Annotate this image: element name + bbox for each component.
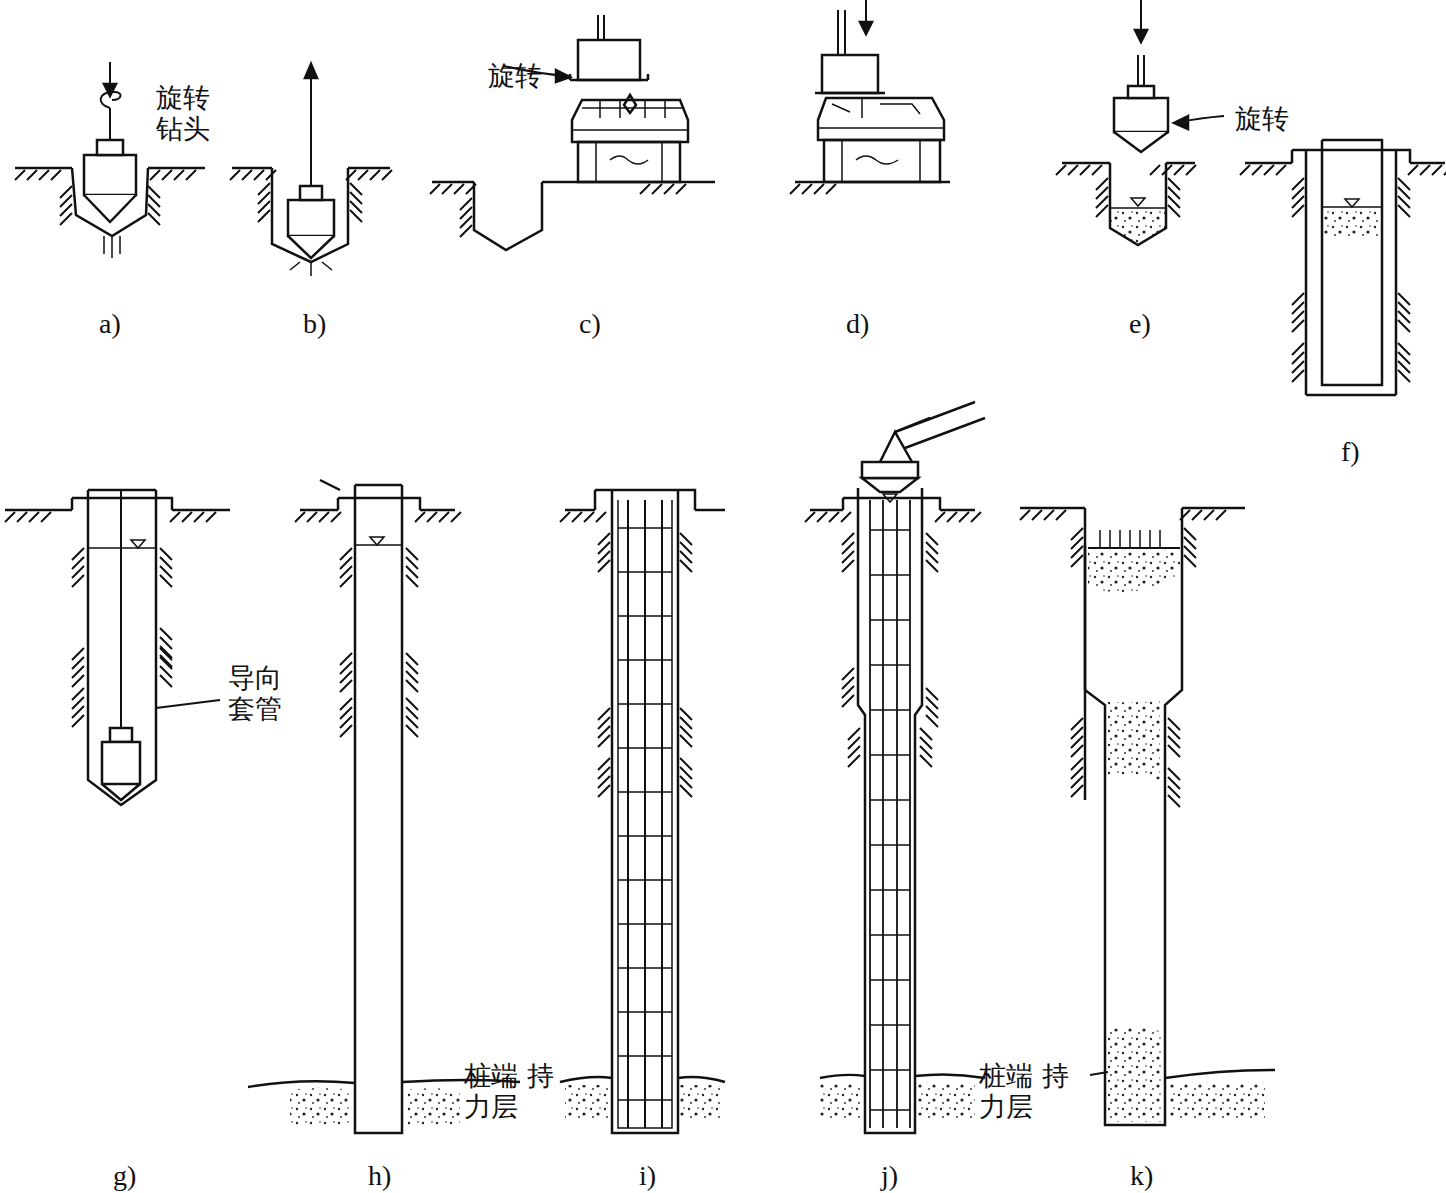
panel-letter: k) — [1130, 1160, 1153, 1192]
annotation-label: 桩端 持力层 — [464, 1060, 556, 1122]
annotation-label: 旋转 — [488, 60, 542, 91]
annotation-label: 旋转 — [1235, 103, 1289, 134]
annotation-label: 桩端 持力层 — [979, 1060, 1071, 1122]
annotation-label: 导向 套管 — [228, 662, 288, 724]
panel-letter: f) — [1341, 436, 1360, 468]
panel-letter: i) — [639, 1160, 656, 1192]
panel-letter: j) — [881, 1160, 898, 1192]
panel-letter: c) — [579, 308, 601, 340]
panel-letter: d) — [846, 308, 869, 340]
panel-letter: h) — [368, 1160, 391, 1192]
panel-letter: a) — [99, 308, 121, 340]
annotation-label: 旋转 钻头 — [156, 82, 216, 144]
panel-letter: g) — [113, 1160, 136, 1192]
panel-letter: e) — [1129, 308, 1151, 340]
panel-letter: b) — [303, 308, 326, 340]
